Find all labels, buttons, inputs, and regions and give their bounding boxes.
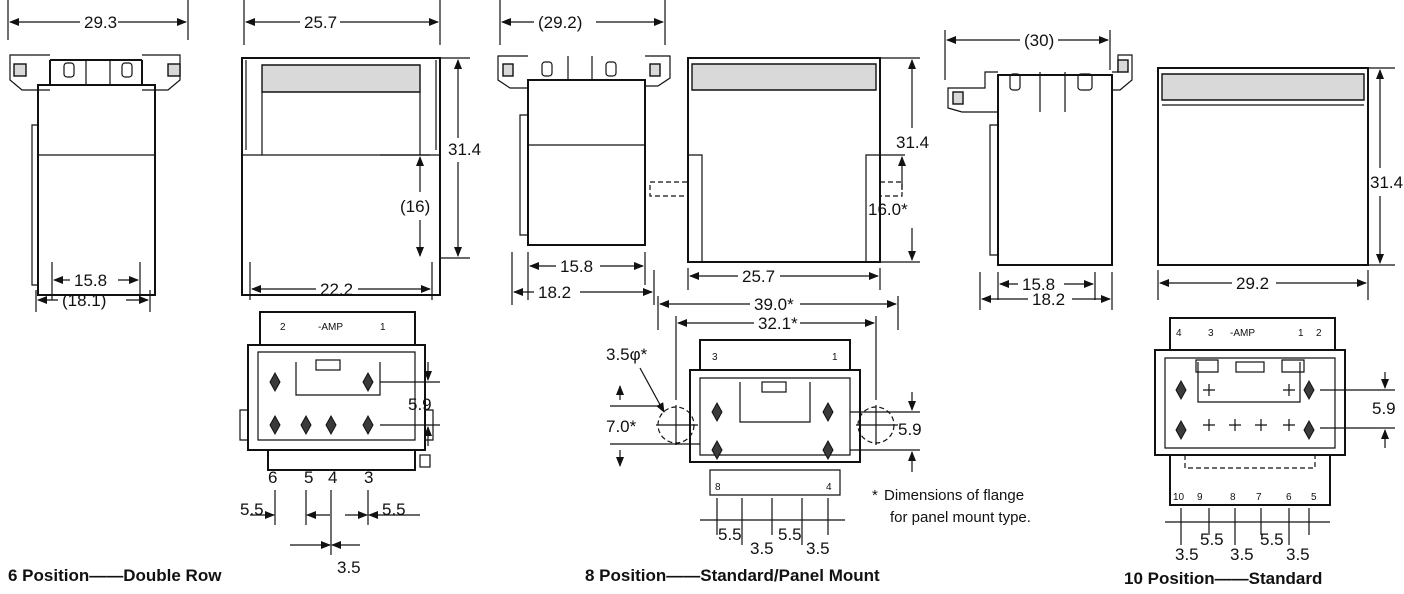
dim-3-5-phi: 3.5φ* xyxy=(606,345,648,364)
flange-note-line-2: for panel mount type. xyxy=(890,509,1031,526)
dim-5-9-a: 5.9 xyxy=(408,395,432,414)
dim-5-9-c: 5.9 xyxy=(1372,399,1396,418)
dim-5-5-f: 5.5 xyxy=(1260,530,1284,549)
dim-3-5-e: 3.5 xyxy=(1230,545,1254,564)
dim-3-5-c: 3.5 xyxy=(806,539,830,558)
pin-label-10-8: 8 xyxy=(1230,492,1236,503)
side-view-8-position xyxy=(497,55,671,246)
dim-29-2-paren: (29.2) xyxy=(538,13,582,32)
dim-15-8-b: 15.8 xyxy=(560,257,593,276)
pin-label-10-6: 6 xyxy=(1286,492,1292,503)
pin-label-10-7: 7 xyxy=(1256,492,1262,503)
dim-5-5-e: 5.5 xyxy=(1200,530,1224,549)
dim-18-2-a: 18.2 xyxy=(538,283,571,302)
dim-3-5-d: 3.5 xyxy=(1175,545,1199,564)
dim-5-5-b: 5.5 xyxy=(382,500,406,519)
caption-10-position: 10 Position——Standard xyxy=(1124,569,1322,588)
dim-7-0: 7.0* xyxy=(606,417,637,436)
top-label-6-2: 2 xyxy=(280,322,286,333)
pin-label-8-4: 4 xyxy=(826,482,832,493)
pin-label-10-5: 5 xyxy=(1311,492,1317,503)
dim-25-7-b: 25.7 xyxy=(742,267,775,286)
dim-29-3: 29.3 xyxy=(84,13,117,32)
pin-label-10-9: 9 xyxy=(1197,492,1203,503)
top-label-6-1: 1 xyxy=(380,322,386,333)
dim-31-4-a: 31.4 xyxy=(448,140,481,159)
dim-3-5-f: 3.5 xyxy=(1286,545,1310,564)
dim-16-0: 16.0* xyxy=(868,200,908,219)
top-label-6-amp: -AMP xyxy=(318,322,343,333)
bottom-view-8-position: 3 1 8 4 xyxy=(656,339,898,496)
top-label-10-2: 2 xyxy=(1316,328,1322,339)
dim-18-2-b: 18.2 xyxy=(1032,290,1065,309)
pin-label-8: 8 xyxy=(715,482,721,493)
flange-note-line-1: Dimensions of flange xyxy=(884,487,1024,504)
side-view-10-position xyxy=(947,54,1133,266)
front-view-8-position xyxy=(649,57,903,263)
dim-39-0: 39.0* xyxy=(754,295,794,314)
dim-15-8-a: 15.8 xyxy=(74,271,107,290)
side-view-6-position xyxy=(9,54,181,296)
dim-31-4-b: 31.4 xyxy=(896,133,929,152)
dim-15-8-c: 15.8 xyxy=(1022,275,1055,294)
dim-16: (16) xyxy=(400,197,430,216)
dim-5-5-a: 5.5 xyxy=(240,500,264,519)
bottom-view-6-position: 2 -AMP 1 6 5 4 3 xyxy=(239,311,434,487)
caption-6-position: 6 Position——Double Row xyxy=(8,566,222,585)
dim-32-1: 32.1* xyxy=(758,314,798,333)
pin-label-6: 6 xyxy=(268,468,277,487)
dim-3-5-b: 3.5 xyxy=(750,539,774,558)
dim-31-4-c: 31.4 xyxy=(1370,173,1403,192)
dim-29-2: 29.2 xyxy=(1236,274,1269,293)
top-label-8-3: 3 xyxy=(712,352,718,363)
dim-5-9-b: 5.9 xyxy=(898,420,922,439)
top-label-10-1: 1 xyxy=(1298,328,1304,339)
dim-5-5-d: 5.5 xyxy=(778,525,802,544)
flange-note-star: * xyxy=(872,487,878,504)
pin-label-10: 10 xyxy=(1173,492,1185,503)
pin-label-4: 4 xyxy=(328,468,337,487)
bottom-view-10-position: 4 3 -AMP 1 2 10 9 8 7 6 5 xyxy=(1154,317,1346,506)
pin-label-5: 5 xyxy=(304,468,313,487)
top-label-10-3: 3 xyxy=(1208,328,1214,339)
top-label-8-1: 1 xyxy=(832,352,838,363)
dim-30: (30) xyxy=(1024,31,1054,50)
front-view-10-position xyxy=(1157,67,1369,266)
pin-label-3: 3 xyxy=(364,468,373,487)
dim-22-2: 22.2 xyxy=(320,280,353,299)
dim-3-5-a: 3.5 xyxy=(337,558,361,577)
dim-18-1: (18.1) xyxy=(62,291,106,310)
dim-5-5-c: 5.5 xyxy=(718,525,742,544)
dimensions-6-position: 29.3 25.7 31.4 (16) 15.8 (18.1) 22.2 5.9… xyxy=(7,0,481,577)
dimensions-10-position: (30) 31.4 15.8 18.2 29.2 5.9 3.5 5.5 3.5… xyxy=(944,30,1403,564)
top-label-10-4: 4 xyxy=(1176,328,1182,339)
dimensions-8-position: (29.2) 31.4 16.0* 15.8 18.2 25.7 39.0* 3… xyxy=(499,0,1031,558)
top-label-10-amp: -AMP xyxy=(1230,328,1255,339)
dim-25-7-a: 25.7 xyxy=(304,13,337,32)
front-view-6-position xyxy=(241,57,441,296)
caption-8-position: 8 Position——Standard/Panel Mount xyxy=(585,566,880,585)
